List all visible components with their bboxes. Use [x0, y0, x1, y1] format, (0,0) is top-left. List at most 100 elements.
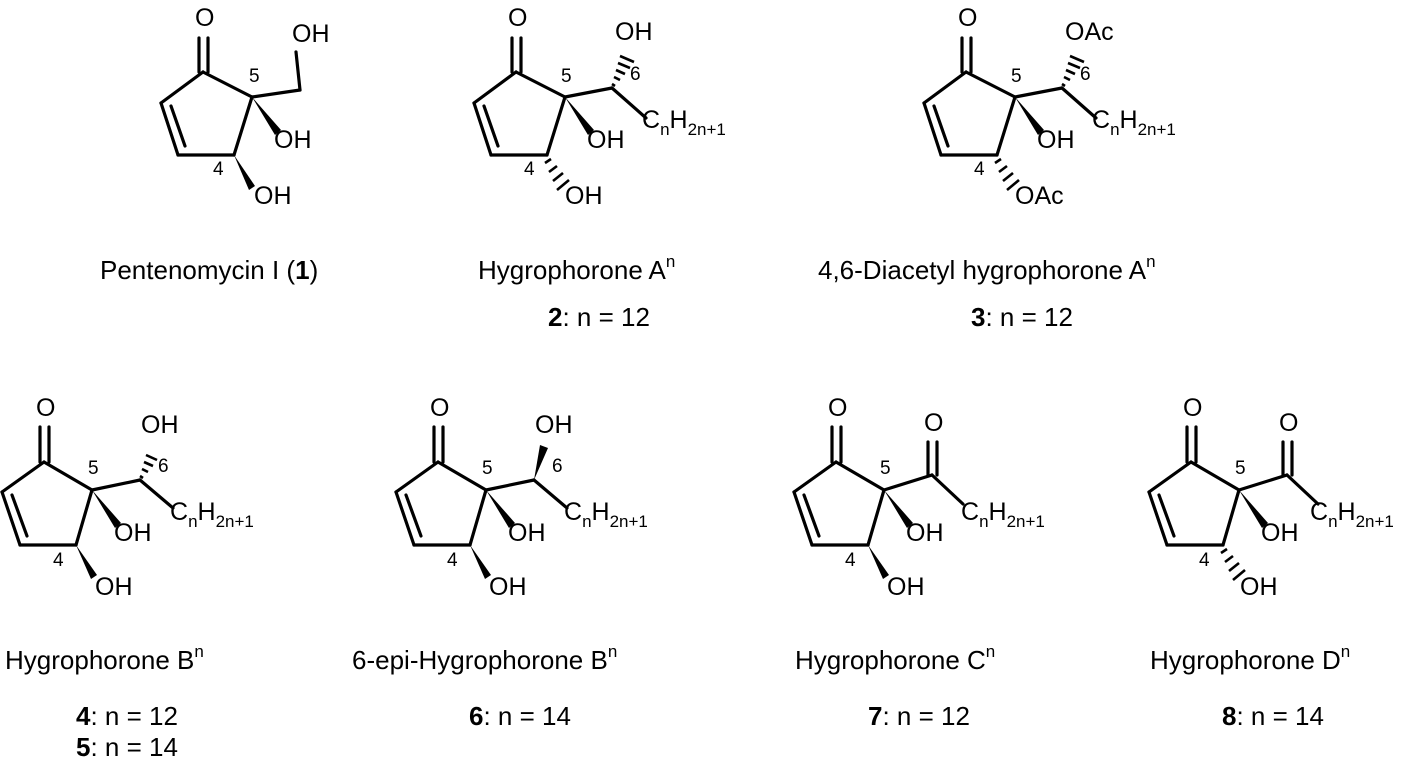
wedge-bond — [470, 545, 491, 579]
c5-c6-bond — [1013, 86, 1064, 99]
ring-bond — [922, 70, 968, 105]
ch2-oh-bond — [294, 50, 302, 92]
atom-label: OH — [615, 18, 653, 46]
c6-chain-bond — [532, 478, 569, 510]
atom-label: OH — [489, 573, 527, 601]
c5-c6-bond — [563, 86, 614, 99]
locant-label: 4 — [447, 550, 458, 571]
ring-double-bond — [482, 104, 500, 148]
ring-double-bond — [472, 101, 493, 157]
locant-label: 6 — [630, 64, 641, 85]
ring-double-bond — [792, 490, 814, 547]
locant-label: 4 — [974, 159, 985, 180]
locant-label: 5 — [880, 458, 891, 479]
ring-bond — [866, 488, 886, 547]
ring-double-bond — [10, 493, 29, 538]
c6-chain-bond — [1285, 473, 1320, 506]
compound-entry: 6: n = 14 — [469, 701, 571, 731]
structure-diacetyl-hygrophorone-a: O OAc OH OAc 5 6 4 CnH2n+1 — [922, 4, 1176, 210]
atom-label: OH — [1240, 573, 1278, 601]
wedge-bond — [868, 545, 889, 579]
locant-label: 4 — [213, 159, 224, 180]
atom-label: OAc — [1015, 182, 1064, 210]
atom-label: OH — [587, 126, 625, 154]
ring-bond — [545, 95, 567, 157]
compound-entry: 4: n = 12 — [76, 701, 178, 731]
wedge-bond — [1239, 490, 1268, 528]
compound-entry: 3: n = 12 — [971, 302, 1073, 332]
locant-label: 5 — [482, 458, 493, 479]
atom-label: O — [1183, 394, 1202, 422]
atom-label: O — [828, 394, 847, 422]
atom-label: OH — [1037, 126, 1075, 154]
compound-name-hygrophorone-a: Hygrophorone An — [478, 252, 675, 285]
alkyl-chain-label: CnH2n+1 — [1092, 106, 1176, 139]
ring-double-bond — [1147, 490, 1169, 547]
compound-entry: 8: n = 14 — [1222, 701, 1324, 731]
ring-double-bond — [1157, 493, 1176, 538]
atom-label: OH — [254, 182, 292, 210]
atom-label: OH — [141, 411, 179, 439]
atom-label: OH — [535, 411, 573, 439]
ring-bond — [436, 460, 488, 492]
hashed-bond — [1061, 54, 1085, 88]
atom-label: O — [36, 394, 55, 422]
locant-label: 5 — [561, 66, 572, 87]
locant-label: 5 — [249, 66, 260, 87]
hashed-bond — [139, 453, 158, 480]
wedge-bond — [252, 97, 281, 135]
structure-hygrophorone-d: O O OH OH 5 4 CnH2n+1 — [1147, 394, 1394, 601]
alkyl-chain-label: CnH2n+1 — [170, 498, 254, 531]
locant-label: 5 — [88, 458, 99, 479]
ring-bond — [792, 460, 838, 494]
compound-entry: 7: n = 12 — [868, 701, 970, 731]
locant-label: 5 — [1235, 458, 1246, 479]
alkyl-chain-label: CnH2n+1 — [564, 498, 648, 531]
ring-bond — [1189, 460, 1241, 492]
locant-label: 6 — [158, 456, 169, 477]
ch2-bond — [250, 88, 302, 99]
ring-double-bond — [932, 104, 950, 148]
c6-chain-bond — [610, 86, 648, 120]
atom-label: O — [508, 4, 527, 32]
wedge-bond — [534, 445, 548, 480]
atom-label: OH — [906, 519, 944, 547]
atom-label: OH — [292, 20, 330, 48]
compound-name-6-epi-hygrophorone-b: 6-epi-Hygrophorone Bn — [352, 642, 617, 675]
atom-label: OH — [274, 126, 312, 154]
structure-hygrophorone-c: O O OH OH 5 4 CnH2n+1 — [792, 394, 1045, 601]
locant-label: 5 — [1011, 66, 1022, 87]
structure-pentenomycin-i: O OH OH OH 5 4 — [159, 4, 330, 210]
atom-label: OH — [508, 519, 546, 547]
atom-label: O — [1279, 409, 1298, 437]
atom-label: O — [958, 4, 977, 32]
atom-label: OH — [114, 519, 152, 547]
structure-hygrophorone-a: O OH OH OH 5 6 4 CnH2n+1 — [472, 4, 726, 210]
ring-bond — [159, 70, 205, 105]
atom-label: OH — [887, 573, 925, 601]
ring-double-bond — [802, 493, 821, 538]
ring-bond — [74, 488, 94, 547]
hashed-bond — [1220, 547, 1246, 581]
hashed-bond — [611, 54, 635, 88]
ring-bond — [201, 70, 254, 99]
locant-label: 4 — [53, 550, 64, 571]
compound-name-hygrophorone-b: Hygrophorone Bn — [5, 642, 204, 675]
wedge-bond — [92, 490, 121, 528]
atom-label: OH — [1261, 519, 1299, 547]
atom-label: O — [195, 4, 214, 32]
compound-entry: 2: n = 12 — [548, 302, 650, 332]
compound-entry: 5: n = 14 — [76, 732, 178, 762]
wedge-bond — [234, 155, 255, 190]
wedge-bond — [1015, 97, 1044, 135]
ring-bond — [42, 460, 94, 492]
wedge-bond — [486, 490, 515, 528]
c6-chain-bond — [1060, 86, 1098, 120]
atom-label: OH — [565, 182, 603, 210]
ring-bond — [472, 70, 518, 105]
atom-label: O — [430, 394, 449, 422]
ring-bond — [1221, 488, 1241, 547]
ring-bond — [964, 70, 1017, 99]
c5-c6-bond — [90, 478, 142, 492]
locant-label: 4 — [845, 550, 856, 571]
